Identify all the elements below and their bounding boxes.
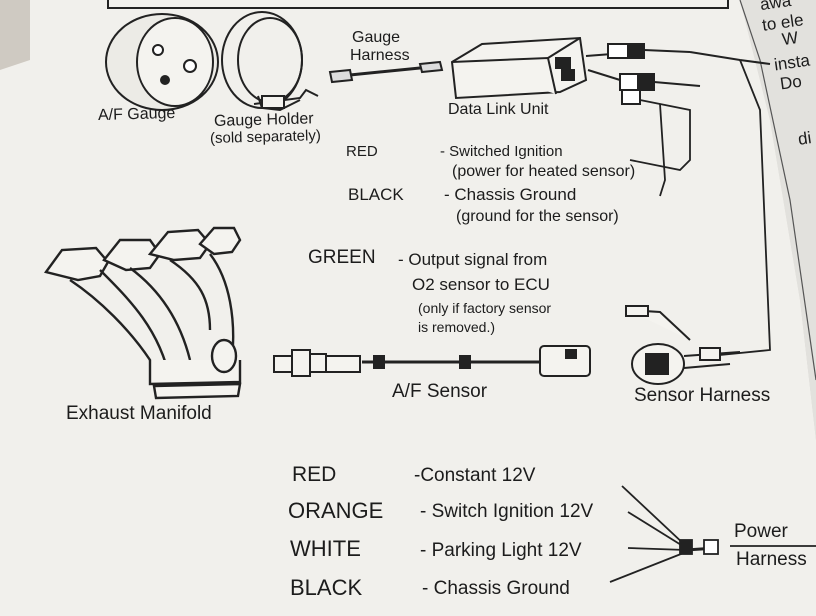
power-orange-desc: - Switch Ignition 12V xyxy=(420,501,594,522)
gauge-holder-note: (sold separately) xyxy=(209,127,322,147)
af-sensor xyxy=(273,345,591,377)
red-wire-label: RED xyxy=(346,143,378,160)
edge-text-4: insta xyxy=(772,50,812,75)
gauge-harness-label-line1: Gauge xyxy=(352,29,401,46)
power-white-desc: - Parking Light 12V xyxy=(420,540,582,561)
red-wire-desc-2: (power for heated sensor) xyxy=(452,163,636,180)
exhaust-manifold-label: Exhaust Manifold xyxy=(66,403,212,424)
top-frame xyxy=(107,0,729,9)
page-corner xyxy=(0,0,30,70)
power-red-color: RED xyxy=(292,463,337,486)
sensor-harness xyxy=(625,305,741,385)
af-gauge xyxy=(105,13,219,111)
data-link-unit xyxy=(450,36,588,100)
black-wire-desc: - Chassis Ground xyxy=(444,185,577,204)
power-harness-label-1: Power xyxy=(734,521,788,542)
green-wire-desc: - Output signal from xyxy=(398,250,548,269)
gauge-harness-label-line2: Harness xyxy=(350,47,410,64)
red-wire-desc: - Switched Ignition xyxy=(440,143,563,160)
sensor-harness-label: Sensor Harness xyxy=(634,385,771,406)
power-orange-color: ORANGE xyxy=(288,498,384,523)
black-wire-label: BLACK xyxy=(348,185,404,204)
green-wire-note: (only if factory sensor xyxy=(418,300,552,316)
edge-text-3: W xyxy=(780,27,800,50)
edge-text-5: Do xyxy=(778,71,803,94)
af-sensor-label: A/F Sensor xyxy=(392,381,488,402)
power-red-desc: -Constant 12V xyxy=(414,465,536,486)
power-white-color: WHITE xyxy=(290,536,361,561)
power-harness-label-2: Harness xyxy=(736,549,807,570)
exhaust-manifold xyxy=(43,226,242,400)
green-wire-label: GREEN xyxy=(308,247,376,268)
edge-text-6: di xyxy=(796,128,813,149)
gauge-harness-cable xyxy=(328,60,444,84)
black-wire-desc-2: (ground for the sensor) xyxy=(456,208,619,225)
page-edge-line xyxy=(739,0,816,381)
power-harness xyxy=(609,485,816,583)
paper-shadow xyxy=(740,0,816,440)
green-wire-note-2: is removed.) xyxy=(418,319,496,335)
gauge-holder xyxy=(221,11,319,112)
data-link-unit-label: Data Link Unit xyxy=(448,101,549,118)
af-gauge-label: A/F Gauge xyxy=(97,104,176,124)
power-black-color: BLACK xyxy=(290,575,363,600)
link-connectors xyxy=(585,43,771,105)
power-black-desc: - Chassis Ground xyxy=(422,578,570,599)
green-wire-desc-2: O2 sensor to ECU xyxy=(412,275,550,294)
black-wire-bracket xyxy=(659,103,666,197)
